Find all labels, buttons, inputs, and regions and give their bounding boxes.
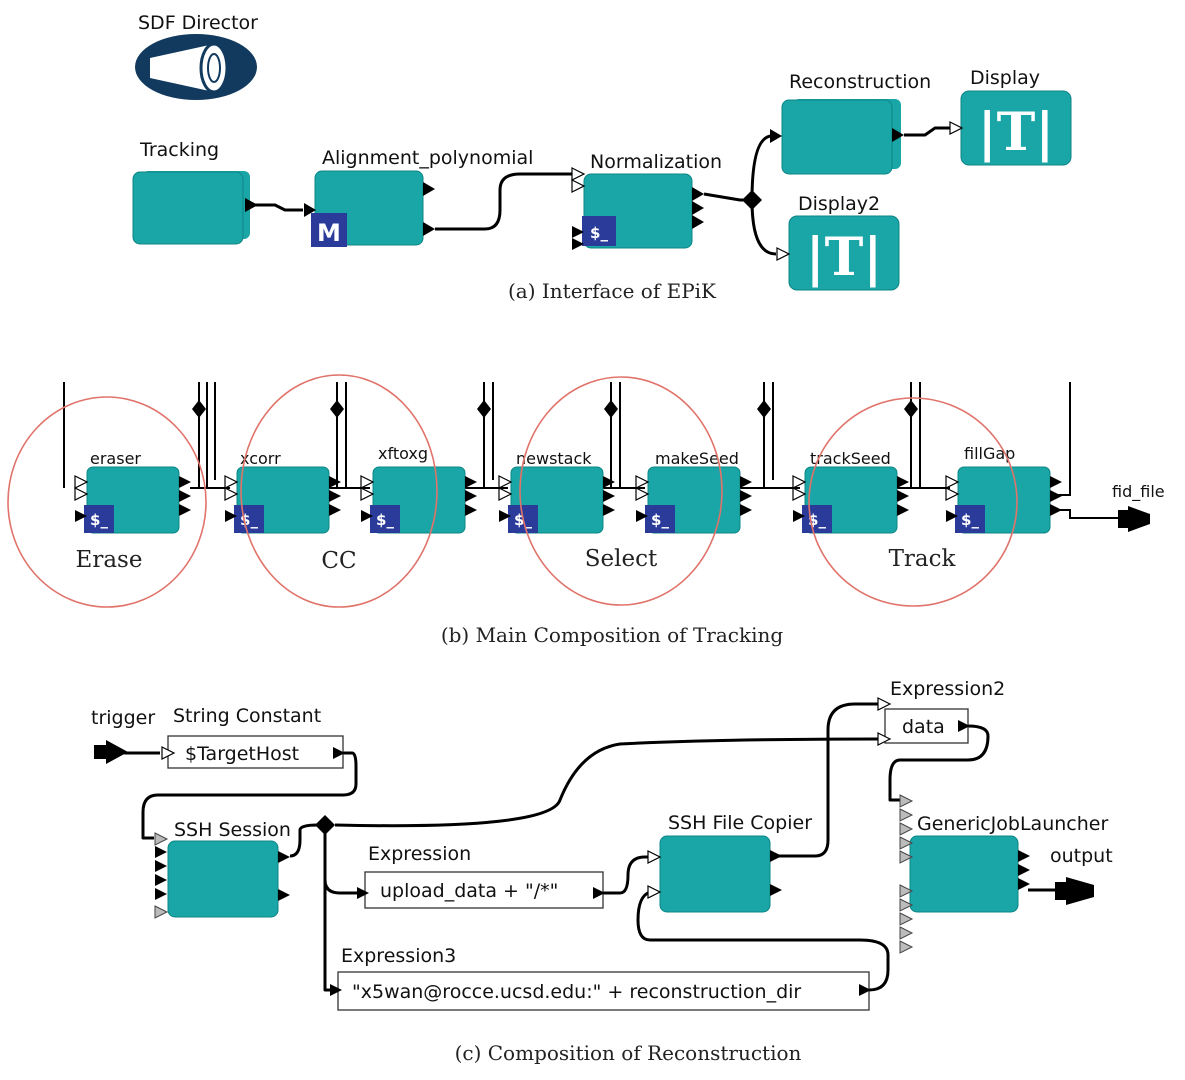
ssh-session-actor[interactable] [154, 832, 290, 919]
string-constant-label: String Constant [173, 705, 321, 727]
actor-makeseed[interactable]: makeSeed $_ [635, 449, 752, 534]
trackseed-badge-text: $_ [808, 511, 826, 529]
actor-eraser[interactable]: eraser $_ [74, 449, 191, 534]
sdf-director-label: SDF Director [138, 12, 258, 34]
expression-label: Expression [368, 843, 471, 865]
xcorr-shell-icon [234, 505, 264, 533]
actor-trackseed[interactable]: trackSeed $_ [792, 449, 909, 534]
trigger-port-icon[interactable] [94, 740, 128, 764]
string-constant-value: $TargetHost [185, 743, 299, 765]
string-constant-actor[interactable]: $TargetHost [161, 735, 345, 769]
panel-c-wires [124, 702, 1055, 992]
display-glyph: |T| [978, 102, 1055, 163]
fid-file-output-port-icon[interactable] [1118, 506, 1150, 532]
alignment-polynomial-label: Alignment_polynomial [322, 147, 533, 169]
fid-file-label: fid_file [1112, 482, 1165, 502]
sdf-director-icon[interactable] [135, 34, 257, 100]
makeseed-badge-text: $_ [651, 511, 669, 529]
group-label-track: Track [889, 546, 957, 572]
trackseed-shell-icon [802, 505, 832, 533]
eraser-badge-text: $_ [90, 511, 108, 529]
group-label-cc: CC [321, 548, 356, 574]
tracking-label: Tracking [139, 139, 219, 161]
expression3-value: "x5wan@rocce.ucsd.edu:" + reconstruction… [352, 981, 801, 1003]
ssh-session-label: SSH Session [174, 819, 291, 841]
panel-a: SDF Director Tracking Alignment_polynomi… [132, 12, 1072, 303]
generic-job-launcher-label: GenericJobLauncher [917, 813, 1108, 835]
m-badge-text: M [317, 219, 341, 247]
fillgap-badge-text: $_ [961, 511, 979, 529]
display-label: Display [970, 67, 1040, 89]
display2-glyph: |T| [806, 227, 883, 288]
ssh-file-copier-label: SSH File Copier [668, 812, 812, 834]
output-label: output [1050, 845, 1113, 867]
alignment-polynomial-actor[interactable]: M [311, 170, 424, 247]
trackseed-label: trackSeed [810, 449, 891, 468]
panel-c: trigger String Constant $TargetHost SSH … [91, 678, 1113, 1065]
newstack-label: newstack [516, 449, 592, 468]
shell-badge-text: $_ [590, 224, 608, 242]
xcorr-label: xcorr [240, 449, 281, 468]
caption-b: (b) Main Composition of Tracking [441, 623, 784, 647]
panel-b: eraser $_ xcorr $_ xftoxg [7, 374, 1165, 647]
panel-a-wires [245, 121, 964, 261]
actor-newstack[interactable]: newstack $_ [498, 449, 615, 534]
tracking-actor[interactable] [132, 169, 252, 245]
expression-value: upload_data + "/*" [380, 880, 558, 902]
makeseed-shell-icon [645, 505, 675, 533]
ssh-file-copier-actor[interactable] [647, 835, 782, 913]
caption-c: (c) Composition of Reconstruction [455, 1041, 802, 1065]
xftoxg-label: xftoxg [378, 444, 428, 463]
expression2-actor[interactable]: data [877, 697, 970, 746]
group-label-erase: Erase [76, 547, 143, 573]
normalization-actor[interactable]: $_ [582, 173, 693, 249]
group-circle-cc [240, 374, 438, 608]
makeseed-label: makeSeed [655, 449, 739, 468]
matlab-badge-icon [311, 213, 347, 247]
reconstruction-actor[interactable] [781, 97, 903, 175]
generic-job-launcher-actor[interactable] [899, 794, 1030, 954]
xftoxg-shell-icon [370, 505, 400, 533]
display2-label: Display2 [798, 193, 880, 215]
panel-b-vertical-wires [63, 382, 1118, 519]
fillgap-shell-icon [955, 505, 985, 533]
expression2-value: data [902, 716, 945, 738]
expression3-label: Expression3 [341, 945, 456, 967]
eraser-shell-icon [84, 505, 114, 533]
expression-actor[interactable]: upload_data + "/*" [357, 871, 605, 909]
group-circle-select [519, 376, 723, 606]
xftoxg-badge-text: $_ [376, 511, 394, 529]
reconstruction-label: Reconstruction [789, 71, 931, 93]
group-circle-track [808, 397, 1018, 607]
group-circle-erase [7, 396, 207, 608]
display2-actor[interactable]: |T| [788, 215, 900, 291]
eraser-label: eraser [90, 449, 141, 468]
output-port-icon[interactable] [1055, 877, 1094, 905]
caption-a: (a) Interface of EPiK [508, 279, 717, 303]
group-label-select: Select [585, 546, 658, 572]
shell-badge-icon [582, 216, 616, 246]
display-actor[interactable]: |T| [960, 90, 1072, 166]
trigger-label: trigger [91, 707, 155, 729]
expression3-actor[interactable]: "x5wan@rocce.ucsd.edu:" + reconstruction… [330, 971, 871, 1011]
actor-xftoxg[interactable]: xftoxg $_ [360, 444, 477, 534]
expression2-label: Expression2 [890, 678, 1005, 700]
actor-xcorr[interactable]: xcorr $_ [224, 449, 341, 534]
normalization-label: Normalization [590, 151, 722, 173]
actor-fillgap[interactable]: fillGap $_ [945, 444, 1062, 534]
